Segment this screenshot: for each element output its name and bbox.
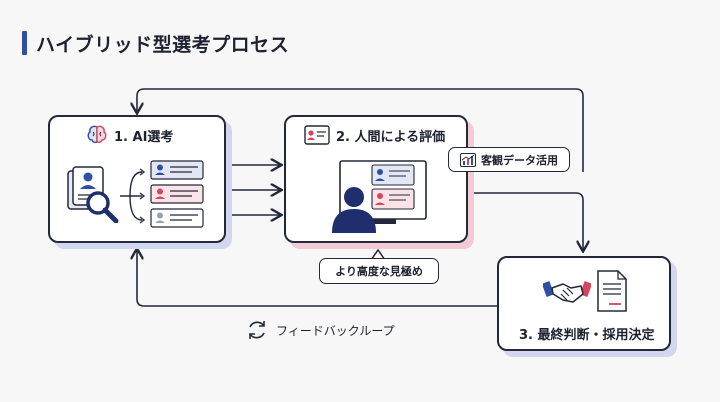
step-ai-screening-card: 1. AI選考 <box>48 115 226 243</box>
step-human-header: 2. 人間による評価 <box>304 125 445 145</box>
better-judgment-label: より高度な見極め <box>335 265 423 278</box>
feedback-loop-label: フィードバックループ <box>246 319 395 341</box>
branch-connector <box>120 168 146 224</box>
brain-icon <box>87 125 107 144</box>
step-ai-label: 1. AI選考 <box>114 129 174 145</box>
step-human-evaluation-card: 2. 人間による評価 <box>284 115 468 243</box>
step-decision-header: 3. 最終判断・採用決定 <box>519 324 655 343</box>
objective-data-label: 客観データ活用 <box>481 153 558 167</box>
resume-search-icon <box>67 166 119 223</box>
profile-card-icon <box>304 125 330 145</box>
feedback-loop-line <box>137 250 497 307</box>
objective-data-bubble: 客観データ活用 <box>448 147 570 172</box>
arrow-human-to-decision <box>470 192 583 250</box>
handshake-icon <box>543 281 591 303</box>
candidate-card-2 <box>150 184 204 204</box>
top-loop-line <box>137 88 584 172</box>
step-human-label: 2. 人間による評価 <box>336 129 446 145</box>
bar-chart-icon <box>460 152 476 167</box>
step-final-decision-card: 3. 最終判断・採用決定 <box>497 256 671 351</box>
candidate-card-3 <box>150 208 204 228</box>
contract-document-icon <box>597 270 627 312</box>
feedback-loop-text: フィードバックループ <box>276 323 395 338</box>
step-decision-label: 3. 最終判断・採用決定 <box>519 328 655 343</box>
bubble-pointer <box>370 249 386 261</box>
title-accent-bar <box>22 31 27 55</box>
page-title: ハイブリッド型選考プロセス <box>36 34 290 56</box>
better-judgment-bubble: より高度な見極め <box>319 258 439 284</box>
reviewer-monitor-icon <box>332 160 427 233</box>
candidate-card-1 <box>150 160 204 180</box>
refresh-cycle-icon <box>249 321 265 339</box>
step-ai-header: 1. AI選考 <box>86 125 173 145</box>
